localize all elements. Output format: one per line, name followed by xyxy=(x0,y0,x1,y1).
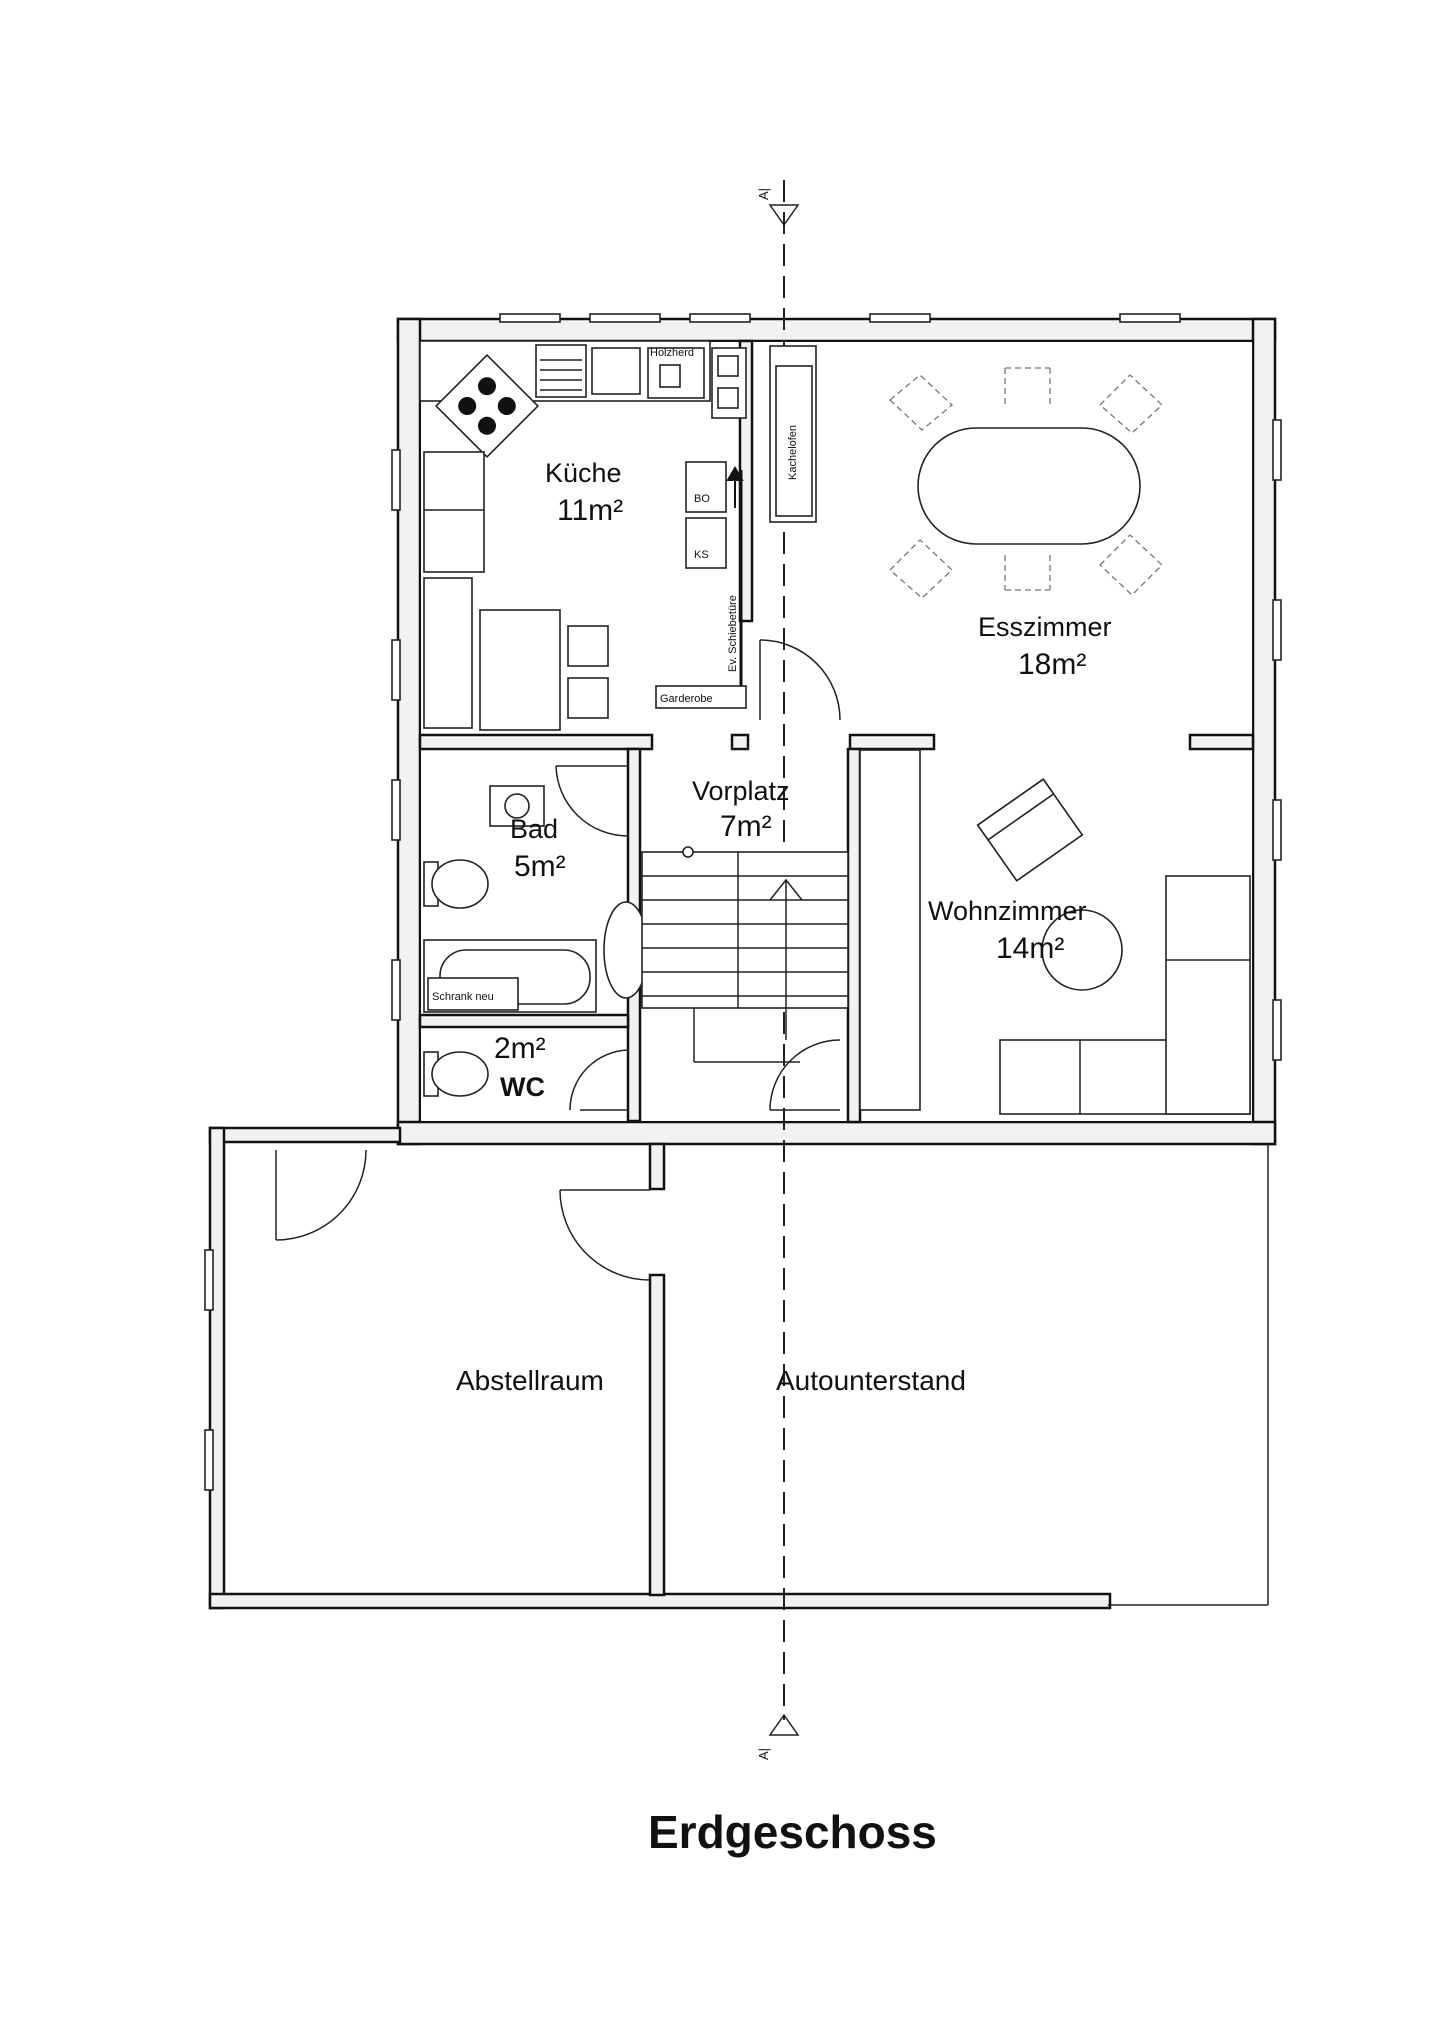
schrank xyxy=(427,977,519,1011)
room-area-vorplatz: 7m² xyxy=(720,810,772,843)
dining-table xyxy=(917,427,1141,545)
wc-toilet-icon xyxy=(423,1051,489,1097)
section-arrow-top-icon xyxy=(768,204,800,227)
kitchen-table xyxy=(479,609,561,731)
room-name-wc: WC xyxy=(500,1072,545,1102)
garderobe-label: Garderobe xyxy=(660,693,713,705)
schiebetuere-label: Ev. Schiebetüre xyxy=(727,595,739,672)
room-area-bad: 5m² xyxy=(514,850,566,883)
section-arrow-bottom-icon xyxy=(768,1713,800,1736)
interior-walls xyxy=(418,339,1255,1124)
schrank-label: Schrank neu xyxy=(432,991,494,1003)
ks-label: KS xyxy=(694,549,709,561)
sofa-side xyxy=(1165,875,1251,1115)
stove-icon xyxy=(434,353,540,459)
toilet-icon xyxy=(423,859,489,909)
annex-walls xyxy=(208,1126,1269,1610)
armchair-icon xyxy=(976,778,1084,882)
room-area-esszimmer: 18m² xyxy=(1018,648,1086,681)
room-area-wohnzimmer: 14m² xyxy=(996,932,1064,965)
room-area-wc: 2m² xyxy=(494,1032,546,1065)
bathroom-fixtures: Schrank neu xyxy=(423,785,649,1097)
windows xyxy=(204,313,1282,1491)
room-name-bad: Bad xyxy=(510,814,558,844)
room-labels: Küche 11m² Esszimmer 18m² Vorplatz 7m² B… xyxy=(456,458,1112,1396)
sink-icon xyxy=(540,347,641,395)
coffee-table xyxy=(1041,909,1123,991)
room-name-esszimmer: Esszimmer xyxy=(978,612,1112,642)
section-marker-top: A| xyxy=(756,188,771,200)
staircase xyxy=(641,846,849,1063)
doors xyxy=(275,639,841,1281)
room-name-kueche: Küche xyxy=(545,458,622,488)
section-marker-bottom: A| xyxy=(756,1748,771,1760)
room-name-wohnzimmer: Wohnzimmer xyxy=(928,896,1087,926)
holzherd-label: Holzherd xyxy=(650,347,694,359)
living-fixtures xyxy=(859,749,1251,1115)
room-name-abstellraum: Abstellraum xyxy=(456,1365,604,1396)
stair-arrow-icon xyxy=(769,878,803,901)
bo-label: BO xyxy=(694,493,710,505)
room-name-vorplatz: Vorplatz xyxy=(692,776,790,806)
kitchen-fixtures: Holzherd BO KS Ev. Schiebetüre Garderobe xyxy=(419,340,817,731)
dining-fixtures xyxy=(889,367,1163,599)
wall-cabinet xyxy=(859,749,921,1111)
plan-title: Erdgeschoss xyxy=(648,1806,937,1858)
room-area-kueche: 11m² xyxy=(557,494,623,527)
arrow-up-icon xyxy=(726,466,744,508)
kachelofen-label: Kachelofen xyxy=(787,425,799,480)
kitchen-chair xyxy=(567,677,609,719)
room-name-autounterstand: Autounterstand xyxy=(776,1365,966,1396)
kitchen-chair xyxy=(567,625,609,667)
